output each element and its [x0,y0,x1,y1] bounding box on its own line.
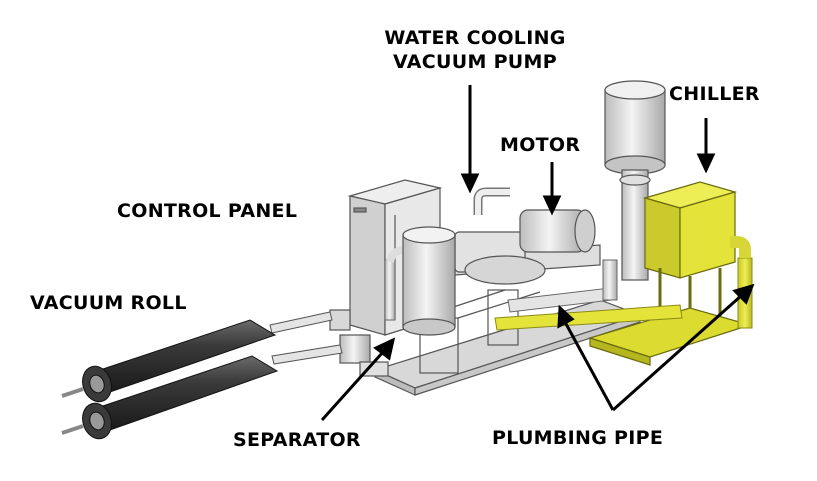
water-cooling-vacuum-pump-label: WATER COOLING VACUUM PUMP [355,26,595,74]
water-cooling-label-line2: VACUUM PUMP [393,51,557,73]
motor-body [519,209,596,253]
separator-label: SEPARATOR [233,429,361,451]
arrow-head-chiller [696,153,716,174]
chiller-label: CHILLER [669,83,760,105]
chiller-tank [604,80,666,281]
motor-label: MOTOR [500,134,581,156]
vacuum-roll-label: VACUUM ROLL [30,292,187,314]
chiller-unit [587,181,753,366]
arrow-plumbing-right [612,293,743,412]
arrow-separator [320,350,385,422]
plumbing-pipe-label: PLUMBING PIPE [492,427,664,449]
arrow-head-motor [542,195,562,216]
water-cooling-label-line1: WATER COOLING [384,27,566,49]
plumbing-pipes [494,236,753,331]
control-panel-label: CONTROL PANEL [117,200,298,222]
arrow-plumbing-left [563,321,615,411]
vacuum-pump-assembly [454,187,546,285]
arrow-head-water-cooling-pump [460,173,480,194]
arrow-head-plumbing-right [732,283,755,305]
arrow-head-plumbing-left [557,304,575,329]
roll-hoses [269,311,343,365]
vacuum-rolls [61,319,279,440]
arrow-head-separator [373,337,396,361]
callout-arrows [320,85,755,422]
